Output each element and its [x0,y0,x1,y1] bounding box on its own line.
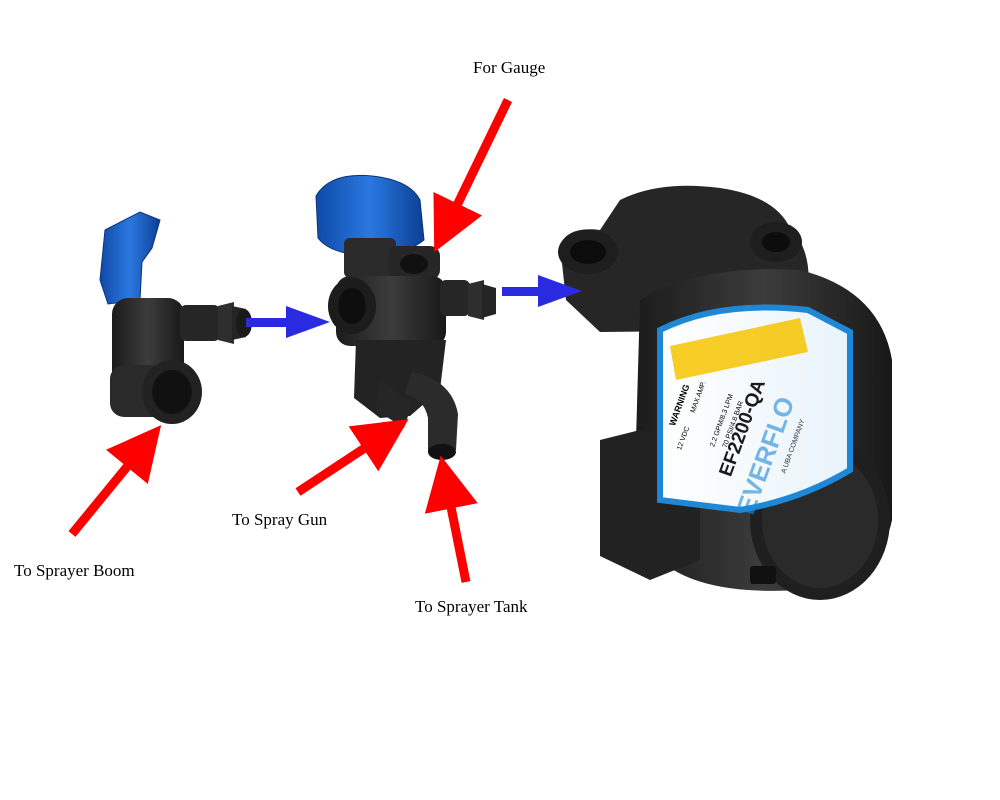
diaphragm-pump: EF2200-QA EVERFLO A UBA COMPANY WARNING … [558,186,892,600]
label-to-sprayer-boom: To Sprayer Boom [14,561,135,581]
label-to-spray-gun: To Spray Gun [232,510,327,530]
flow-arrow-valve-to-fitting [246,306,330,338]
arrow-to-spray-gun [298,434,386,492]
shutoff-valve [100,212,252,424]
arrow-for-gauge [446,100,508,228]
manifold-fitting [316,175,496,460]
arrow-to-sprayer-tank [446,482,466,582]
label-to-sprayer-tank: To Sprayer Tank [415,597,528,617]
label-for-gauge: For Gauge [473,58,545,78]
arrow-to-sprayer-boom [72,446,144,534]
